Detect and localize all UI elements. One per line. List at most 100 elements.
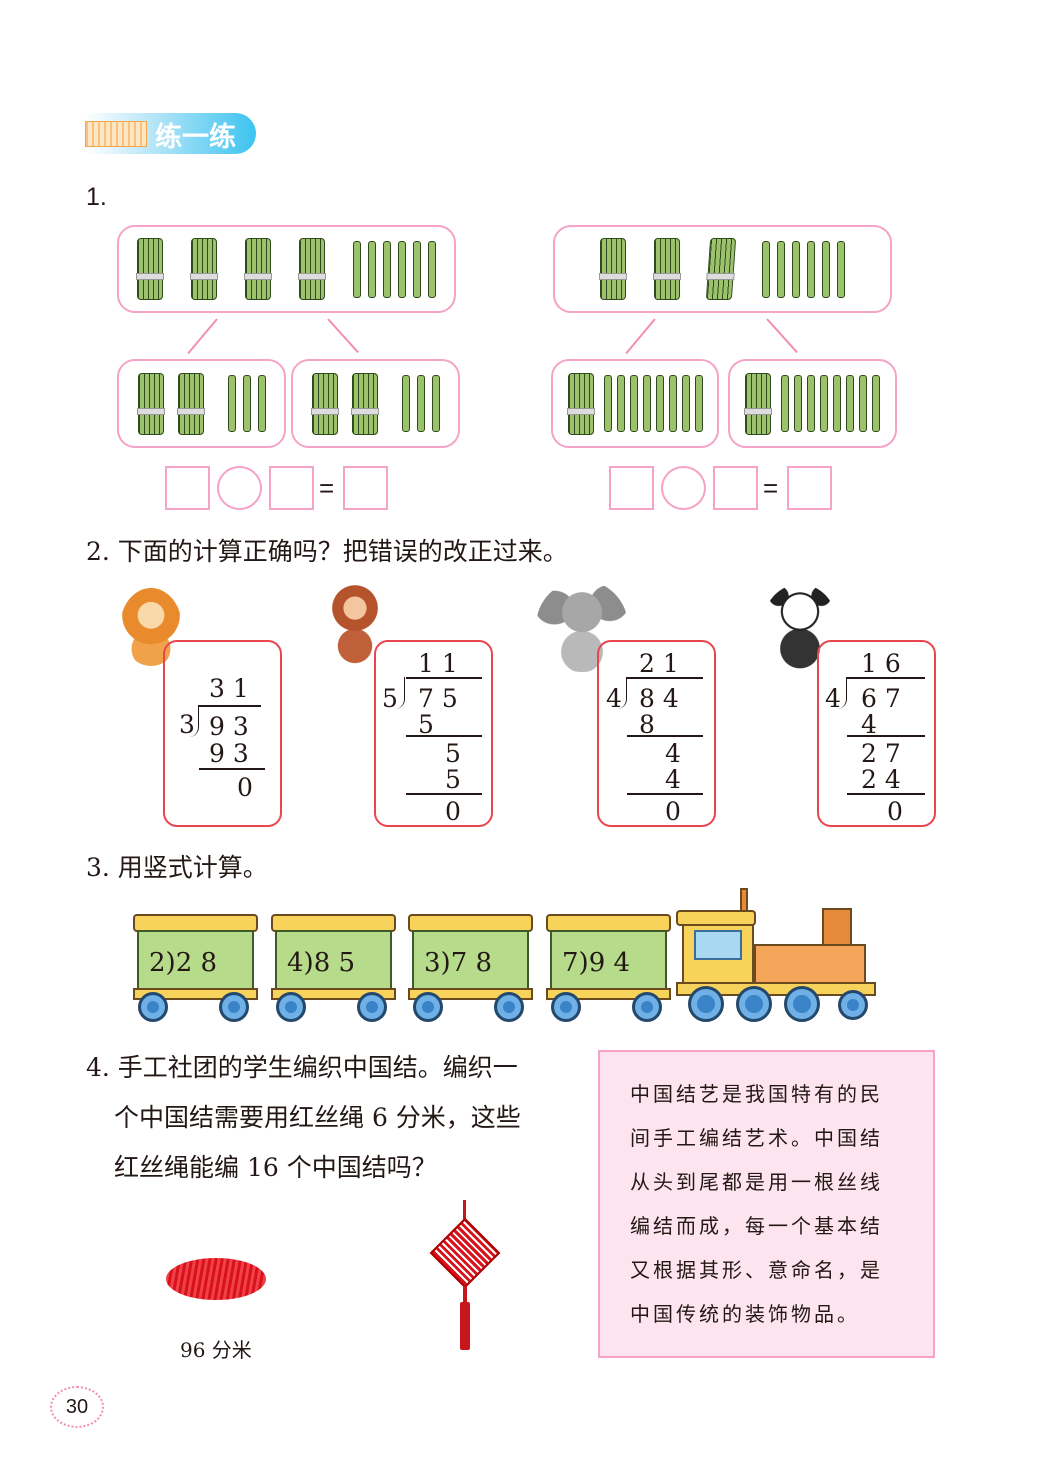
info-box: 中国结艺是我国特有的民 间手工编结艺术。中国结 从头到尾都是用一根丝线 编结而成… — [598, 1050, 935, 1358]
dividend: 9 3 — [209, 712, 249, 741]
q1-right-total — [553, 225, 892, 313]
q1-left-total — [117, 225, 456, 313]
stick-bundle — [136, 372, 165, 435]
stick-bundle — [244, 238, 272, 300]
wheel-icon — [632, 992, 662, 1022]
stick-bundle — [653, 238, 681, 300]
remainder: 0 — [445, 797, 461, 826]
info-line: 中国传统的装饰物品。 — [630, 1302, 860, 1326]
step: 5 — [418, 710, 434, 739]
step: 4 — [861, 710, 877, 739]
answer-box[interactable] — [713, 466, 758, 510]
stick-bundle — [599, 238, 627, 300]
equals-sign: = — [763, 473, 779, 503]
q4-line: 4. 手工社团的学生编织中国结。编织一 — [86, 1053, 518, 1082]
stick-bundle — [176, 372, 205, 435]
open-bundle — [705, 238, 737, 300]
q3-question: 3. 用竖式计算。 — [86, 853, 268, 882]
divisor: 5 — [382, 684, 398, 713]
operator-circle[interactable] — [661, 466, 706, 510]
stick-bundle — [190, 238, 218, 300]
train-car[interactable]: 2)2 8 — [133, 914, 258, 1022]
arrow — [766, 318, 798, 354]
elephant-icon — [536, 580, 628, 672]
step: 9 3 — [209, 739, 249, 768]
monkey-icon — [322, 584, 388, 670]
step: 5 — [445, 739, 461, 768]
q4-line: 红丝绳能编 16 个中国结吗？ — [114, 1153, 437, 1182]
stick-bundle — [744, 372, 772, 435]
wheel-icon — [413, 992, 443, 1022]
operator-circle[interactable] — [217, 466, 262, 510]
sticks — [227, 375, 266, 432]
wheel-icon — [784, 986, 820, 1022]
section-banner: 练一练 — [85, 113, 256, 154]
stick-bundle — [136, 238, 164, 300]
wheel-icon — [551, 992, 581, 1022]
dividend: 8 4 — [639, 684, 679, 713]
wheel-icon — [357, 992, 387, 1022]
sticks — [353, 240, 436, 298]
page-number: 30 — [50, 1386, 104, 1428]
answer-box[interactable] — [787, 466, 832, 510]
stick-bundle — [298, 238, 326, 300]
dividend: 6 7 — [861, 684, 901, 713]
sticks — [762, 240, 845, 298]
train-car[interactable]: 3)7 8 — [408, 914, 533, 1022]
car-problem: 3)7 8 — [424, 948, 493, 978]
quotient: 1 6 — [861, 649, 901, 678]
wheel-icon — [688, 986, 724, 1022]
q1-left-part — [117, 359, 286, 448]
train-car[interactable]: 7)9 4 — [546, 914, 671, 1022]
wheel-icon — [138, 992, 168, 1022]
arrow — [327, 318, 359, 354]
division-card: 3 1 3 9 3 9 3 0 — [163, 640, 282, 827]
division-card: 1 6 4 6 7 4 2 7 2 4 0 — [817, 640, 936, 827]
step: 2 7 — [861, 739, 901, 768]
car-problem: 4)8 5 — [287, 948, 356, 978]
arrow — [187, 318, 218, 355]
divisor: 4 — [825, 684, 841, 713]
panda-icon — [762, 584, 838, 670]
quotient: 3 1 — [209, 674, 249, 703]
wheel-icon — [494, 992, 524, 1022]
q1-right-part — [551, 359, 719, 448]
answer-box[interactable] — [165, 466, 210, 510]
dividend: 7 5 — [418, 684, 458, 713]
step: 5 — [445, 765, 461, 794]
info-line: 编结而成，每一个基本结 — [630, 1214, 883, 1238]
wheel-icon — [838, 990, 868, 1020]
remainder: 0 — [237, 773, 253, 802]
quotient: 2 1 — [639, 649, 679, 678]
division-card: 1 1 5 7 5 5 5 5 0 — [374, 640, 493, 827]
car-problem: 2)2 8 — [149, 948, 218, 978]
answer-box[interactable] — [609, 466, 654, 510]
rope-length-label: 96 分米 — [180, 1338, 252, 1362]
wheel-icon — [276, 992, 306, 1022]
info-line: 中国结艺是我国特有的民 — [630, 1082, 883, 1106]
q1-number: 1. — [86, 183, 107, 211]
answer-box[interactable] — [343, 466, 388, 510]
sticks — [401, 375, 440, 432]
locomotive-icon — [676, 888, 902, 1023]
train-car[interactable]: 4)8 5 — [271, 914, 396, 1022]
equals-sign: = — [319, 473, 335, 503]
abacus-icon — [85, 121, 147, 147]
stick-bundle — [350, 372, 379, 435]
step: 8 — [639, 710, 655, 739]
sticks — [781, 375, 880, 432]
info-line: 间手工编结艺术。中国结 — [630, 1126, 883, 1150]
wheel-icon — [219, 992, 249, 1022]
info-line: 又根据其形、意命名，是 — [630, 1258, 883, 1282]
remainder: 0 — [665, 797, 681, 826]
q4-line: 个中国结需要用红丝绳 6 分米，这些 — [114, 1103, 521, 1132]
arrow — [625, 318, 656, 355]
q1-right-part — [728, 359, 897, 448]
answer-box[interactable] — [269, 466, 314, 510]
quotient: 1 1 — [418, 649, 458, 678]
step: 2 4 — [861, 765, 901, 794]
step: 4 — [665, 765, 681, 794]
red-rope-icon — [166, 1258, 266, 1300]
q1-left-part — [291, 359, 460, 448]
stick-bundle — [566, 372, 595, 435]
